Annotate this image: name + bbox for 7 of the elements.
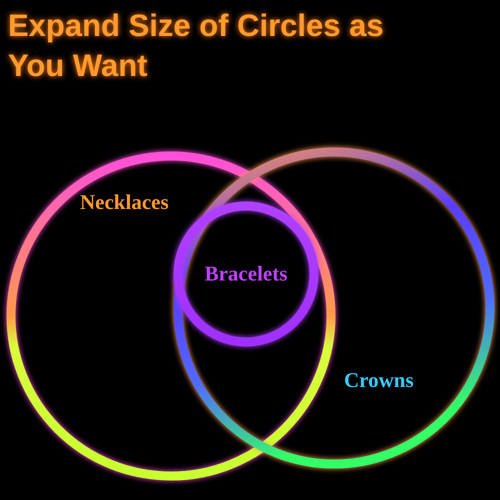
- glow-ring: [5, 150, 337, 482]
- glow-ring: [172, 200, 320, 348]
- title: Expand Size of Circles as You Want: [8, 7, 385, 85]
- ring-label: Crowns: [344, 368, 414, 393]
- ring-label: Bracelets: [204, 262, 288, 286]
- glow-ring: [172, 146, 496, 470]
- ring-label: Necklaces: [80, 190, 169, 215]
